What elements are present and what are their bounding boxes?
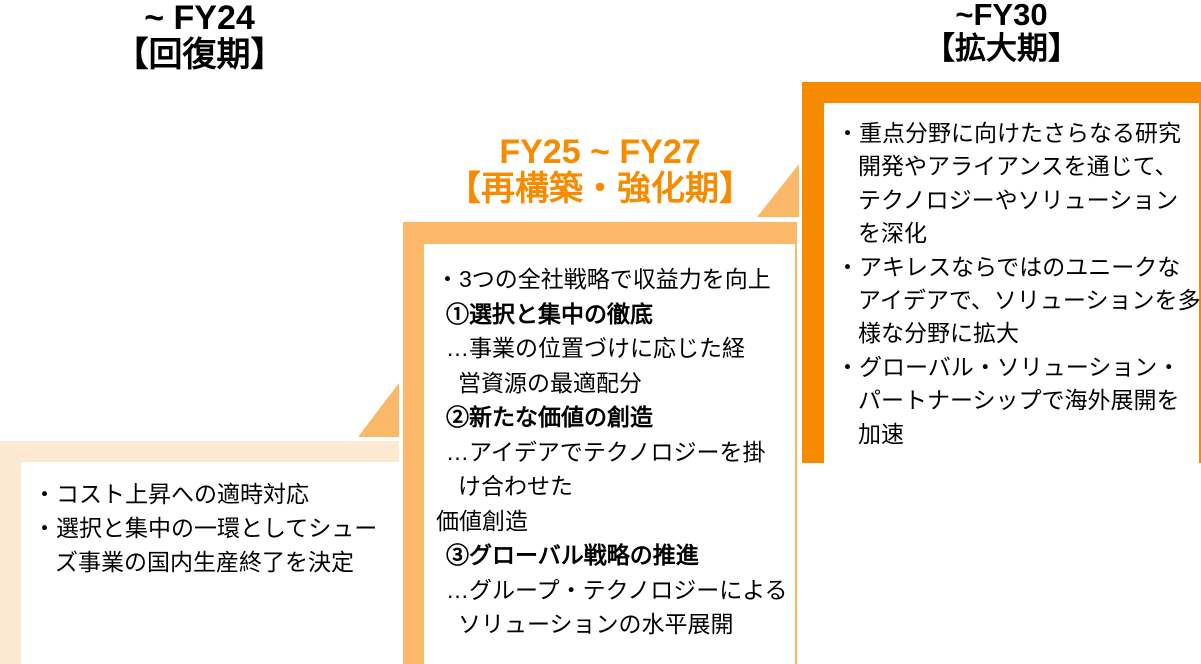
- text-line: ・コスト上昇への適時対応: [33, 481, 309, 507]
- phase-title-fy24-line2: 【回復期】: [114, 36, 285, 74]
- text-line: 加速: [858, 420, 904, 447]
- text-line: 様な分野に拡大: [858, 320, 1019, 347]
- text-line: 価値創造: [436, 507, 528, 534]
- phase-title-fy24: ~ FY24 【回復期】: [0, 0, 399, 74]
- text-line: ズ事業の国内生産終了を決定: [55, 549, 354, 575]
- text-line: …アイデアでテクノロジーを掛: [446, 438, 766, 465]
- text-line: …事業の位置づけに応じた経: [446, 335, 745, 361]
- step-up-triangle-fy24: [358, 383, 399, 437]
- text-line: ①選択と集中の徹底: [446, 300, 653, 327]
- phase-title-fy25-27-line2: 【再構築・強化期】: [447, 170, 753, 208]
- text-line: パートナーシップで海外展開を: [858, 387, 1180, 414]
- text-line: 営資源の最適配分: [458, 369, 642, 396]
- text-line: …グループ・テクノロジーによる: [446, 576, 788, 603]
- phase-content-box-fy25-27: ・3つの全社戦略で収益力を向上 ①選択と集中の徹底 …事業の位置づけに応じた経営資源…: [424, 244, 795, 664]
- text-line: ・アキレスならではのユニークな: [836, 253, 1181, 280]
- phase-content-box-fy24: ・コスト上昇への適時対応・選択と集中の一環としてシューズ事業の国内生産終了を決定: [21, 462, 399, 664]
- text-line: け合わせた: [458, 473, 573, 499]
- phase-content-box-fy30: ・重点分野に向けたさらなる研究開発やアライアンスを通じて、テクノロジーやソリュー…: [824, 103, 1201, 463]
- phase-title-fy25-27-line1: FY25 ~ FY27: [499, 133, 701, 171]
- text-line: ・重点分野に向けたさらなる研究: [836, 120, 1181, 146]
- text-line: ②新たな価値の創造: [446, 404, 653, 430]
- phase-title-fy30-line1: ~FY30: [955, 0, 1048, 32]
- text-line: テクノロジーやソリューション: [858, 186, 1179, 213]
- text-line: ソリューションの水平展開: [458, 611, 734, 637]
- text-line: を深化: [858, 220, 927, 247]
- text-line: ・選択と集中の一環としてシュー: [33, 515, 378, 541]
- phase-title-fy30: ~FY30 【拡大期】: [802, 0, 1201, 66]
- phase-title-fy30-line2: 【拡大期】: [924, 31, 1079, 66]
- text-line: ・グローバル・ソリューション・: [836, 353, 1181, 380]
- text-line: アイデアで、ソリューションを多: [858, 287, 1201, 314]
- phase-title-fy25-27: FY25 ~ FY27 【再構築・強化期】: [403, 134, 797, 208]
- step-up-triangle-fy25-27: [757, 164, 799, 217]
- text-line: 開発やアライアンスを通じて、: [858, 153, 1178, 180]
- phase-title-fy24-line1: ~ FY24: [144, 0, 255, 37]
- text-line: ③グローバル戦略の推進: [446, 542, 699, 568]
- text-line: ・3つの全社戦略で収益力を向上: [436, 266, 771, 292]
